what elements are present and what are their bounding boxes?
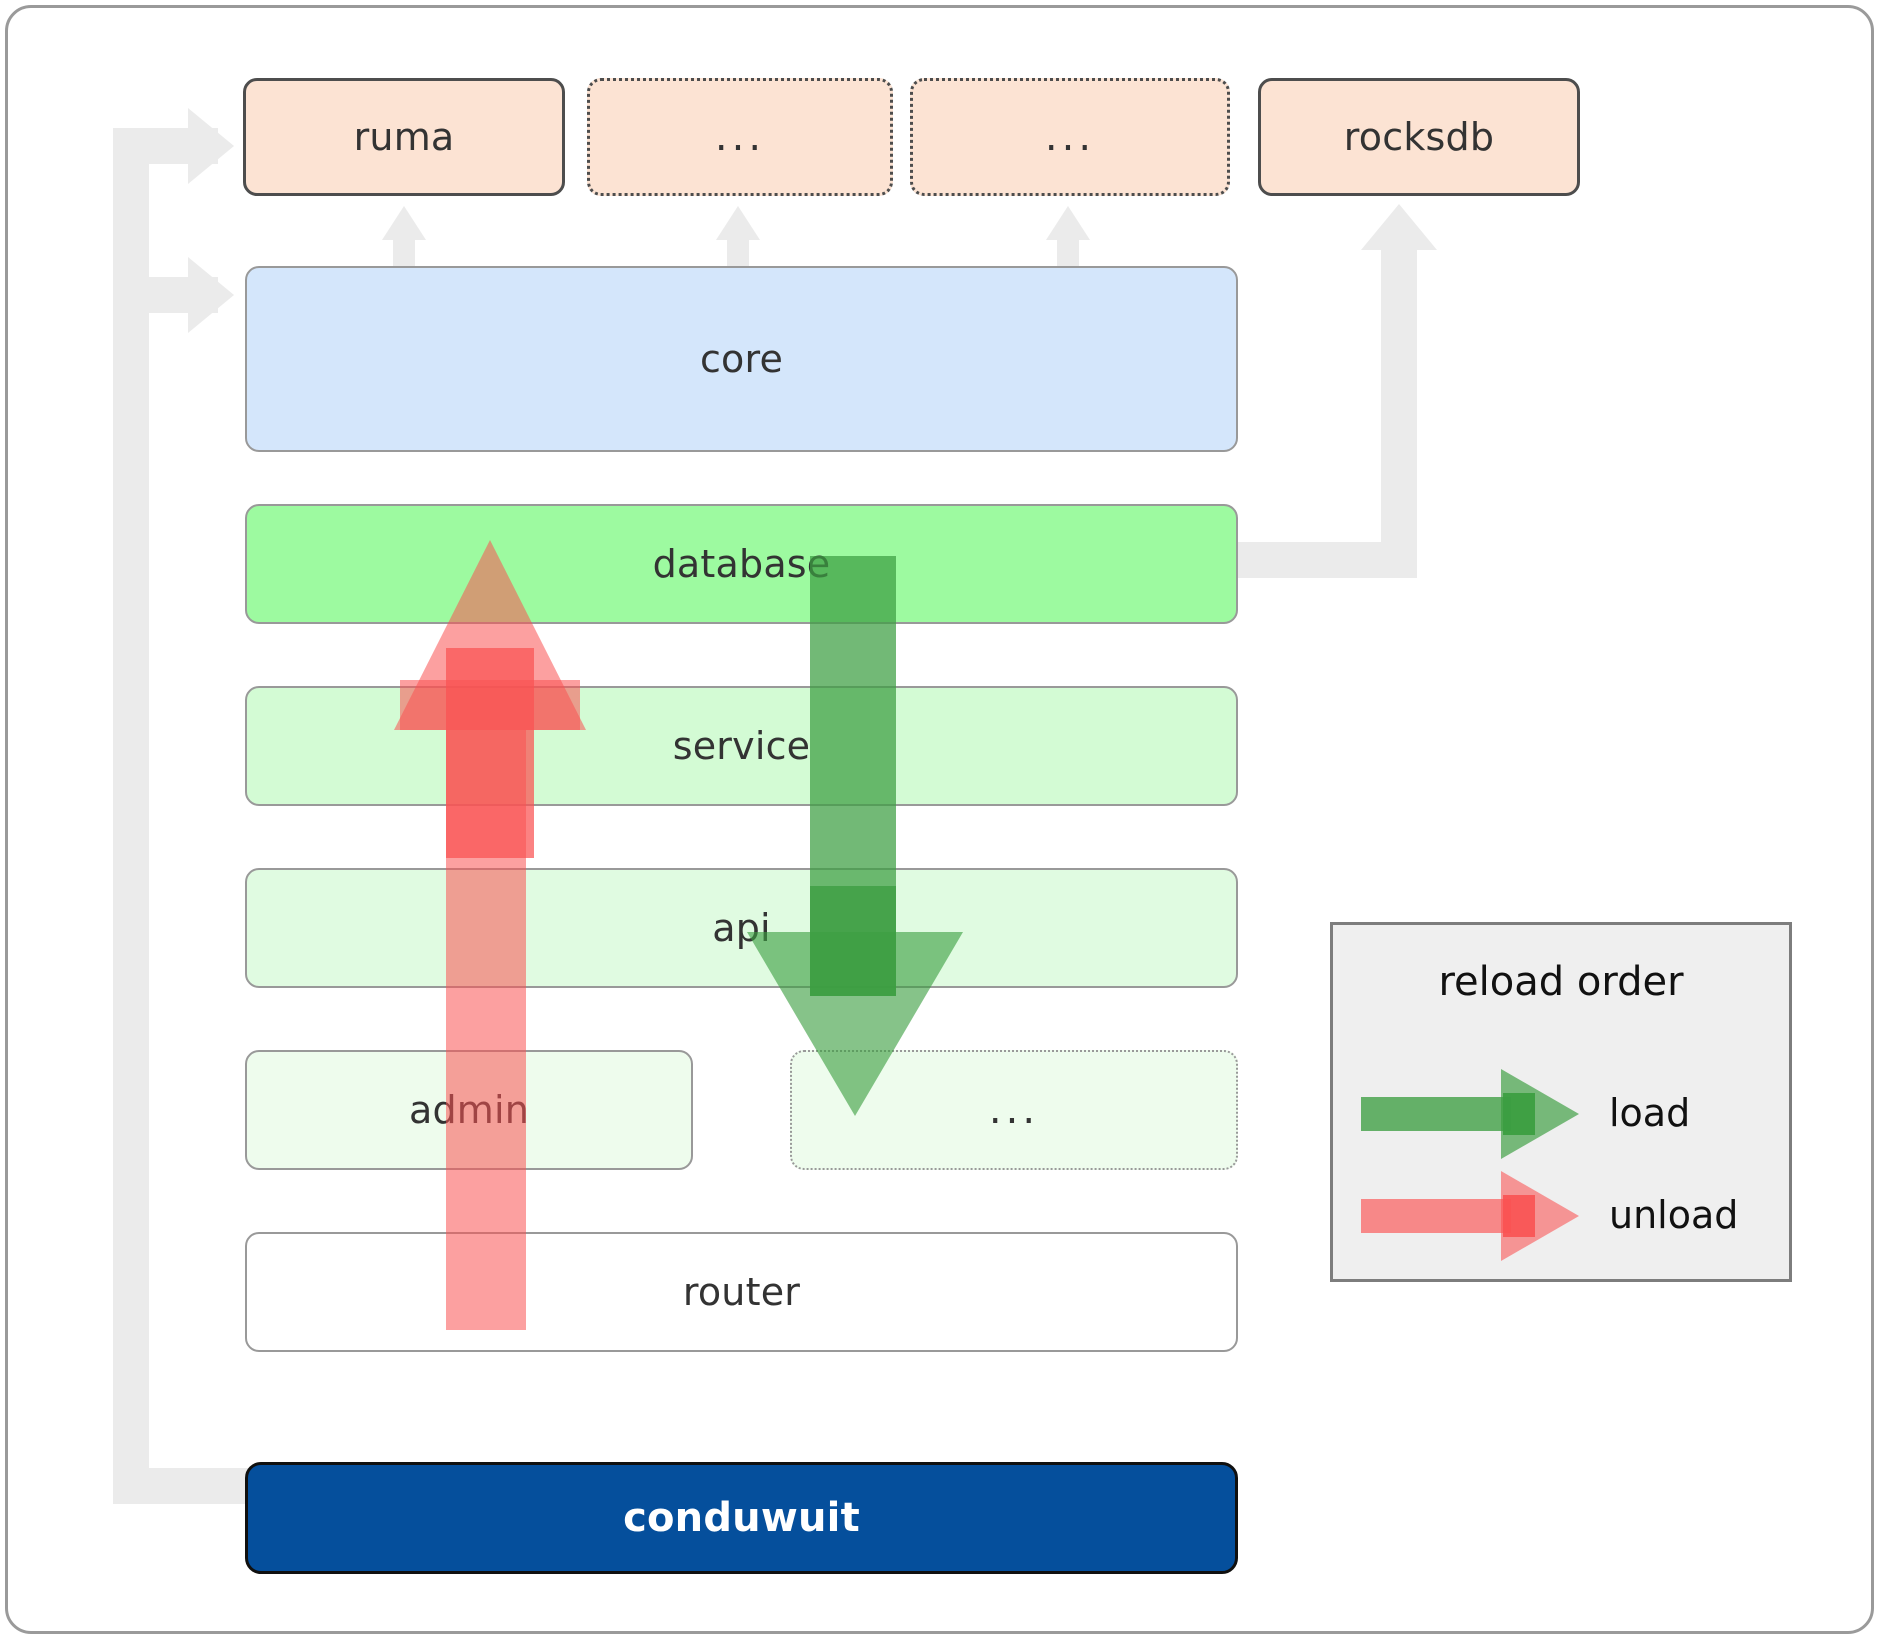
crate-box-ellipsis-1[interactable]: ... [587, 78, 893, 196]
pipe-arrow-ruma-icon [188, 108, 234, 184]
layer-box-database[interactable]: database [245, 504, 1238, 624]
legend-label-load: load [1609, 1091, 1691, 1135]
pipe-core-to-dots2-stem [1057, 236, 1079, 266]
arrow-right-icon [1361, 1065, 1581, 1161]
crate-box-rocksdb[interactable]: rocksdb [1258, 78, 1580, 196]
crate-label: ruma [353, 115, 455, 159]
layer-label: core [699, 337, 784, 381]
arrow-right-icon [1361, 1167, 1581, 1263]
legend-row-unload: unload [1361, 1167, 1738, 1263]
crate-label: ... [1044, 114, 1096, 160]
layer-label: database [652, 542, 831, 586]
layer-box-core[interactable]: core [245, 266, 1238, 452]
legend-row-load: load [1361, 1065, 1690, 1161]
load-flow-arrow [740, 556, 970, 1116]
pipe-arrow-core-icon [188, 257, 234, 333]
pipe-arrow-core-dots1-icon [716, 206, 760, 240]
pipe-arrow-rocksdb-icon [1361, 204, 1437, 250]
crate-box-ellipsis-2[interactable]: ... [910, 78, 1230, 196]
legend-panel: reload order load unload [1330, 922, 1792, 1282]
app-label: conduwuit [623, 1495, 860, 1541]
legend-label-unload: unload [1609, 1193, 1739, 1237]
unload-flow-arrow [390, 540, 590, 1330]
pipe-arrow-core-dots2-icon [1046, 206, 1090, 240]
pipe-arrow-core-ruma-icon [382, 206, 426, 240]
pipe-database-to-rocksdb-v [1381, 250, 1417, 578]
crate-label: rocksdb [1343, 115, 1495, 159]
pipe-core-to-dots1-stem [727, 236, 749, 266]
layer-box-api[interactable]: api [245, 868, 1238, 988]
crate-box-ruma[interactable]: ruma [243, 78, 565, 196]
layer-label: ... [988, 1087, 1040, 1133]
layer-box-router[interactable]: router [245, 1232, 1238, 1352]
pipe-left-trunk [113, 128, 149, 1504]
pipe-core-to-ruma-stem [393, 236, 415, 266]
legend-title: reload order [1438, 959, 1684, 1005]
layer-label: router [682, 1270, 801, 1314]
app-box-conduwuit[interactable]: conduwuit [245, 1462, 1238, 1574]
pipe-branch-app [113, 1468, 253, 1504]
crate-label: ... [714, 114, 766, 160]
layer-label: service [672, 724, 811, 768]
